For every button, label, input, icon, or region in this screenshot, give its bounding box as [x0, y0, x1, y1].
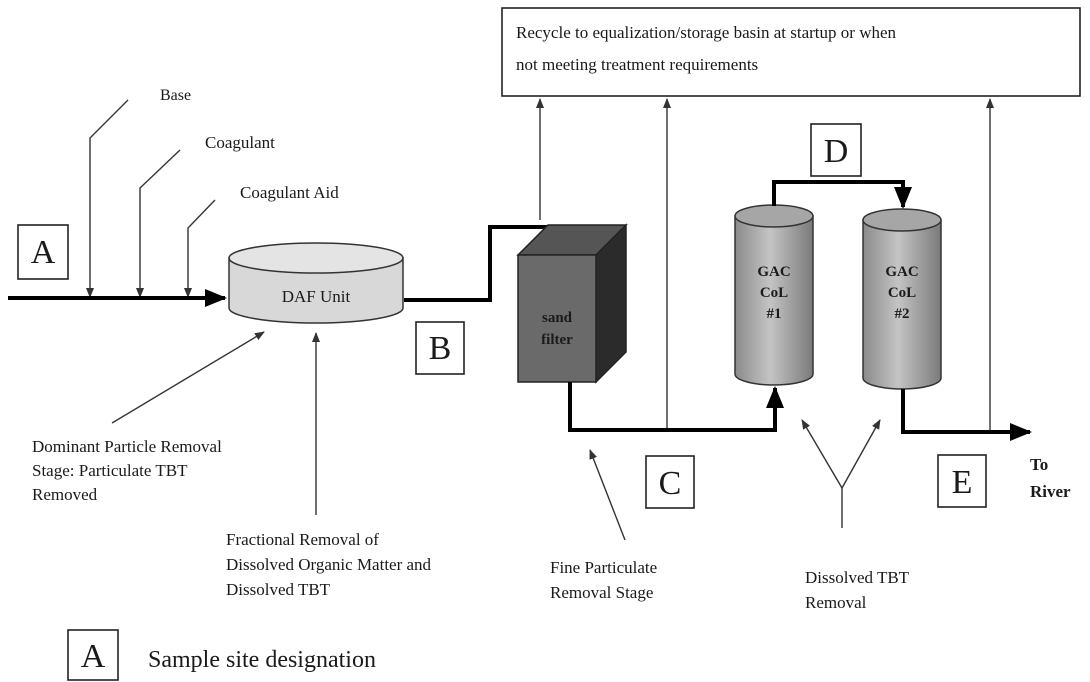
to-river-label-line2: River	[1030, 482, 1071, 501]
legend: A Sample site designation	[67, 629, 376, 681]
sample-site-a-letter: A	[31, 234, 56, 271]
sample-site-d-letter: D	[824, 133, 849, 170]
sample-site-e: E	[937, 454, 987, 508]
fine-removal-line2: Removal Stage	[550, 583, 653, 602]
coagulant-leader	[136, 149, 181, 298]
daf-unit-label: DAF Unit	[282, 287, 351, 306]
base-leader	[86, 99, 129, 298]
sand-filter-label-line2: filter	[541, 332, 573, 348]
recycle-note-line1: Recycle to equalization/storage basin at…	[516, 23, 897, 42]
fractional-removal-line1: Fractional Removal of	[226, 530, 379, 549]
dominant-removal-line3: Removed	[32, 485, 98, 504]
fractional-removal-line3: Dissolved TBT	[226, 580, 331, 599]
base-label: Base	[160, 87, 191, 104]
dissolved-removal-line2: Removal	[805, 593, 867, 612]
gac1-label-line1: GAC	[757, 264, 790, 280]
to-river-label-line1: To	[1030, 455, 1048, 474]
sample-site-c-letter: C	[659, 465, 682, 502]
sample-site-b-letter: B	[429, 330, 452, 367]
sample-site-d: D	[810, 123, 862, 177]
recycle-note-box: Recycle to equalization/storage basin at…	[501, 7, 1081, 97]
gac-column-2: GAC CoL #2	[862, 208, 942, 390]
effluent-flow-line	[901, 389, 1032, 441]
gac1-label-line2: CoL	[760, 285, 788, 301]
coagulant-aid-leader	[184, 199, 216, 298]
sample-site-e-letter: E	[952, 464, 973, 501]
coagulant-label: Coagulant	[205, 133, 275, 152]
dissolved-removal-arrows	[801, 419, 881, 528]
sample-site-a: A	[17, 224, 69, 280]
gac-column-1: GAC CoL #1	[734, 204, 814, 386]
daf-unit: DAF Unit	[228, 242, 404, 324]
fine-removal-arrow	[589, 449, 626, 541]
legend-text: Sample site designation	[148, 647, 376, 673]
sand-filter-label-line1: sand	[542, 310, 573, 326]
sample-site-b: B	[415, 321, 465, 375]
dominant-removal-arrow	[111, 331, 265, 424]
gac2-label-line3: #2	[895, 306, 910, 322]
gac1-label-line3: #1	[767, 306, 782, 322]
fine-removal-line1: Fine Particulate	[550, 558, 657, 577]
sand-filter: sand filter	[516, 223, 628, 384]
dissolved-removal-line1: Dissolved TBT	[805, 568, 910, 587]
legend-letter: A	[81, 638, 106, 675]
filter-to-gac1-flow-line	[568, 382, 784, 432]
gac2-label-line2: CoL	[888, 285, 916, 301]
dominant-removal-line2: Stage: Particulate TBT	[32, 461, 188, 480]
recycle-note-line2: not meeting treatment requirements	[516, 55, 758, 74]
sample-site-c: C	[645, 455, 695, 509]
fractional-removal-line2: Dissolved Organic Matter and	[226, 555, 432, 574]
dominant-removal-line1: Dominant Particle Removal	[32, 437, 222, 456]
gac1-to-gac2-flow-line	[772, 180, 912, 209]
gac2-label-line1: GAC	[885, 264, 918, 280]
coagulant-aid-label: Coagulant Aid	[240, 183, 339, 202]
